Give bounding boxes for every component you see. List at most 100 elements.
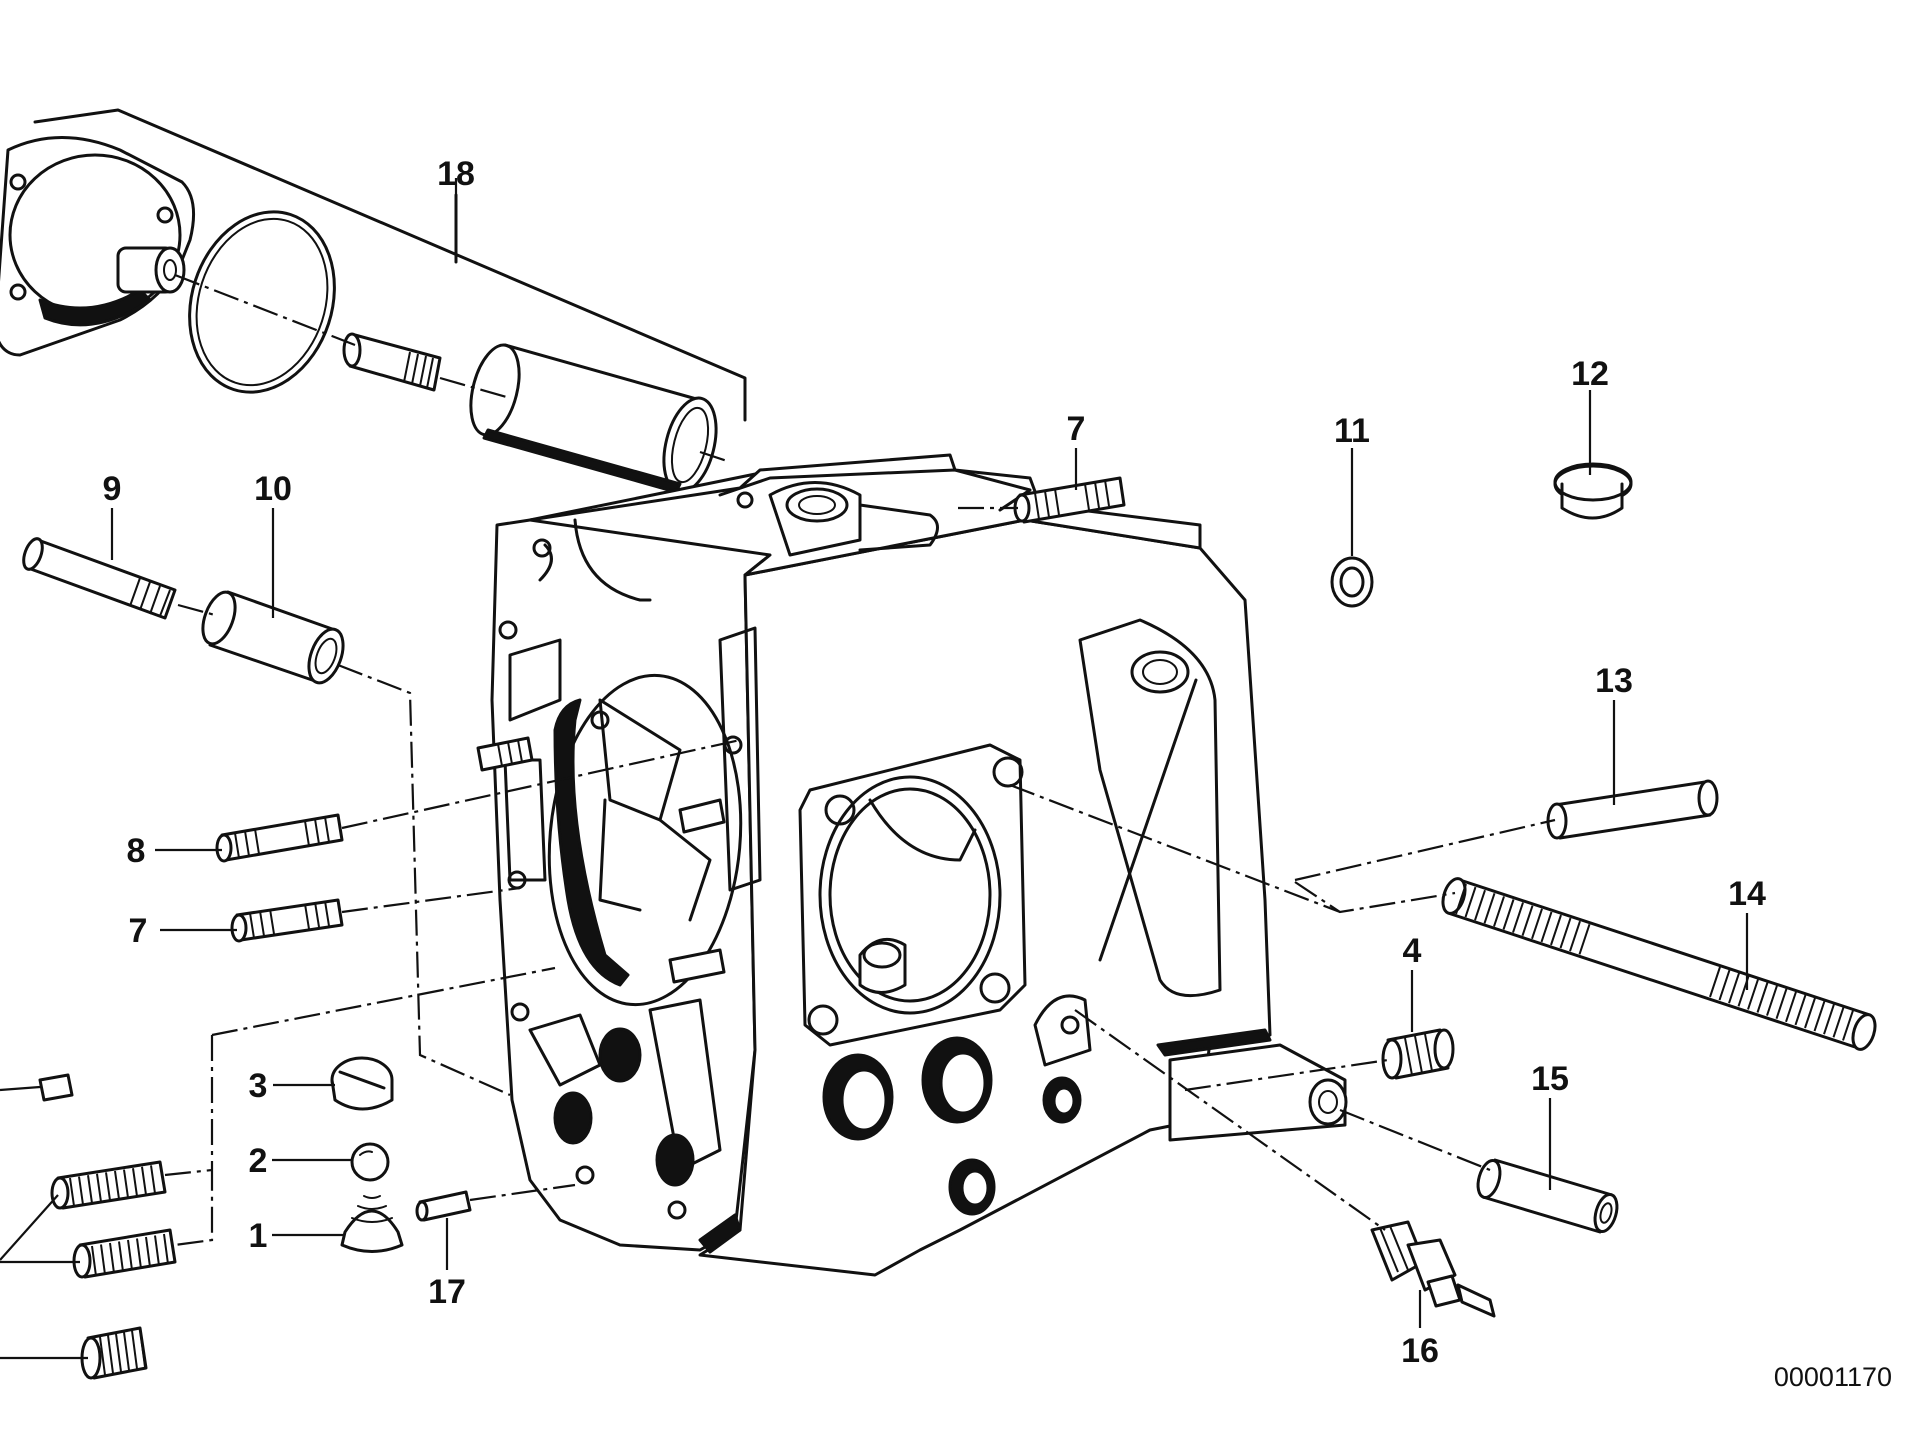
thread-mark (1521, 905, 1534, 937)
thread-mark (96, 1173, 102, 1202)
sleeve-part (469, 343, 718, 494)
thread-mark (87, 1175, 93, 1204)
axis-17 (469, 1183, 576, 1202)
thread-mark (1804, 997, 1816, 1029)
thread-mark (115, 1333, 122, 1372)
plug-part-12 (1553, 462, 1633, 520)
thread-mark (154, 1235, 160, 1266)
thread-mark (1813, 1000, 1826, 1032)
studs-group-left (0, 1073, 177, 1380)
callout-10: 10 (254, 470, 292, 508)
axis-16 (1074, 1009, 1386, 1231)
catalog-number: 00001170 (1774, 1362, 1892, 1392)
thread-mark (1455, 883, 1467, 915)
thread-mark (1483, 892, 1496, 924)
thread-mark (1493, 896, 1505, 927)
thread-mark (127, 1239, 133, 1271)
thread-mark (1512, 902, 1524, 933)
callout-18: 18 (437, 155, 475, 193)
assembly-axis-18b (439, 376, 731, 464)
thread-mark (1709, 966, 1721, 998)
stud-part-7-left (230, 898, 344, 943)
callout-17: 17 (428, 1273, 466, 1311)
thread-mark (1842, 1010, 1854, 1041)
thread-mark (141, 1166, 147, 1195)
callout-labels: 18 7 11 12 9 10 13 8 7 14 4 3 15 2 1 17 … (103, 155, 1766, 1370)
thread-mark (1766, 985, 1778, 1016)
thread-mark (1531, 908, 1543, 940)
thread-mark (99, 1336, 106, 1376)
gearbox-housing (476, 453, 1348, 1277)
thread-mark (150, 1165, 156, 1194)
o-ring-part (188, 210, 336, 394)
axis-left-studs (164, 966, 556, 1247)
stud-part-7-top (1013, 476, 1126, 524)
callout-11: 11 (1334, 412, 1370, 450)
ball-part-2 (350, 1142, 390, 1182)
thread-mark (69, 1177, 75, 1207)
thread-mark (78, 1176, 84, 1205)
long-stud-part-14 (1441, 877, 1877, 1051)
thread-mark (1464, 886, 1477, 918)
bolt-part-9 (22, 537, 177, 620)
bearing-cover-part (0, 136, 196, 357)
set-screw-part-4 (1381, 1028, 1455, 1080)
stud-part-8 (215, 813, 344, 863)
axis-to-flange (1009, 783, 1341, 914)
callout-1: 1 (249, 1217, 268, 1255)
callout-7-left: 7 (129, 912, 148, 950)
nut-part-11 (1330, 556, 1374, 608)
dowel-pin-part-13 (1546, 779, 1719, 840)
thread-mark (1559, 917, 1572, 949)
thread-mark (1785, 991, 1797, 1023)
axis-4 (1184, 1058, 1389, 1092)
callout-8: 8 (127, 832, 146, 870)
thread-mark (100, 1244, 106, 1275)
thread-mark (1569, 920, 1581, 952)
thread-mark (1794, 994, 1807, 1026)
thread-mark (136, 1238, 142, 1269)
thread-mark (123, 1169, 129, 1198)
pin-part-15 (1476, 1158, 1619, 1234)
leader-lines (110, 178, 1749, 1328)
callout-9: 9 (103, 470, 122, 508)
threaded-pin-part (342, 332, 442, 392)
thread-mark (91, 1245, 97, 1277)
bushing-part-10 (201, 590, 345, 685)
thread-mark (163, 1233, 169, 1265)
thread-mark (1728, 972, 1740, 1004)
spring-part-1 (340, 1195, 404, 1253)
axis-8 (341, 738, 741, 830)
thread-mark (118, 1241, 124, 1272)
thread-mark (1474, 889, 1486, 921)
thread-mark (1747, 979, 1759, 1010)
assembly-axis-18 (174, 273, 356, 347)
thread-mark (145, 1236, 151, 1268)
thread-mark (1502, 899, 1515, 930)
slotted-screw-part-3 (330, 1056, 394, 1111)
callout-12: 12 (1571, 355, 1609, 393)
thread-mark (132, 1168, 138, 1197)
callout-3: 3 (249, 1067, 268, 1105)
callout-14: 14 (1728, 875, 1766, 913)
callout-16: 16 (1401, 1332, 1439, 1370)
thread-mark (123, 1332, 130, 1371)
thread-mark (114, 1170, 120, 1200)
callout-7-top: 7 (1067, 410, 1086, 448)
pin-part-17 (415, 1190, 472, 1222)
callout-13: 13 (1595, 662, 1633, 700)
axis-15 (1339, 1108, 1491, 1172)
callout-4: 4 (1403, 932, 1422, 970)
thread-mark (1832, 1006, 1845, 1038)
thread-mark (1718, 969, 1731, 1001)
thread-mark (1578, 923, 1591, 955)
callout-15: 15 (1531, 1060, 1569, 1098)
axis-9-10 (177, 603, 511, 1097)
sender-part-16 (1370, 1220, 1496, 1318)
thread-mark (1756, 982, 1769, 1013)
thread-mark (1775, 988, 1788, 1020)
thread-mark (109, 1242, 115, 1274)
thread-mark (105, 1172, 111, 1201)
thread-mark (131, 1330, 138, 1369)
